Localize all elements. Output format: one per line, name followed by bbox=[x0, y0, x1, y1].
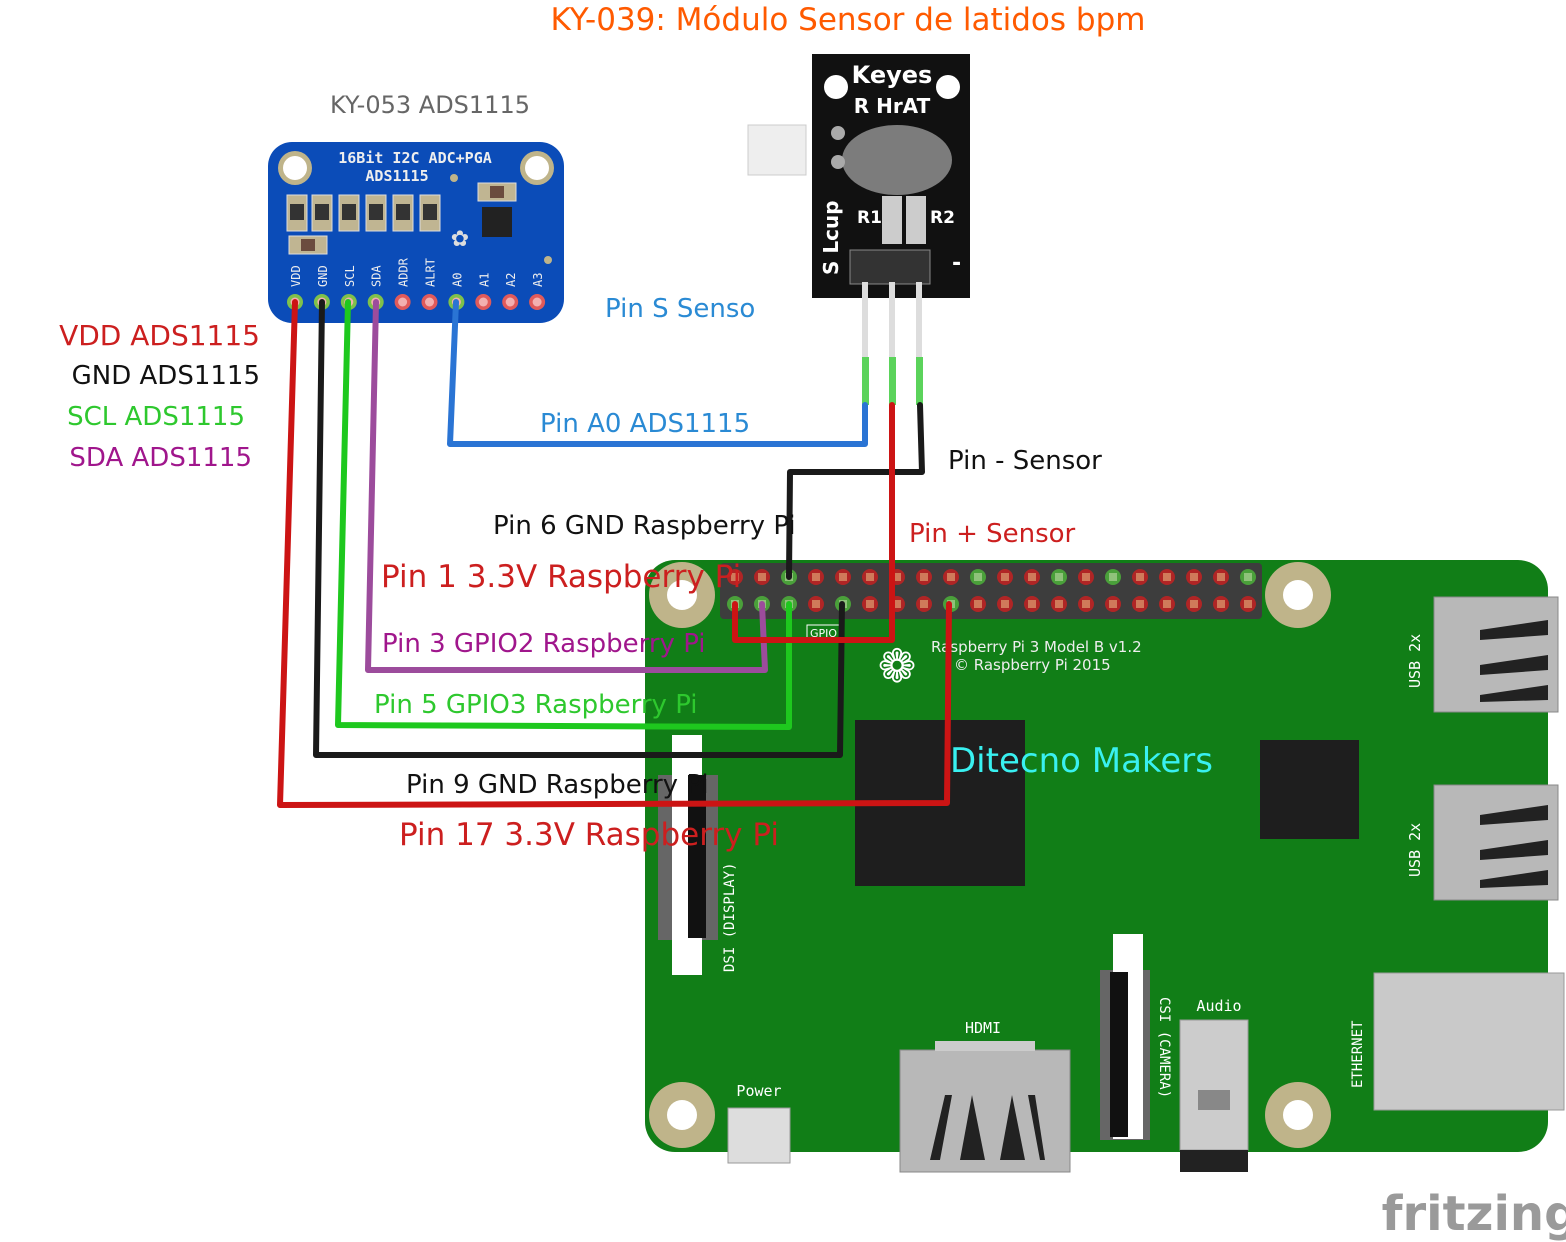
pi-copyright-text: © Raspberry Pi 2015 bbox=[954, 656, 1111, 674]
wire-sensor-minus bbox=[786, 402, 925, 580]
ads-pin-label: A3 bbox=[531, 273, 545, 287]
dsi-connector bbox=[688, 775, 706, 938]
sensor-model: R HrAT bbox=[854, 94, 931, 118]
usb-port-2 bbox=[1433, 784, 1559, 901]
ads-pin-label: A2 bbox=[504, 273, 518, 287]
usb-lan-chip bbox=[1260, 740, 1359, 839]
wire-scl bbox=[335, 299, 792, 730]
ads-pin-label: SCL bbox=[343, 265, 357, 287]
power-label: Power bbox=[736, 1082, 781, 1100]
raspberry-pi-board: GPIO ❁ Raspberry Pi 3 Model B v1.2 © Ras… bbox=[645, 560, 1565, 1173]
label-pin-s: Pin S Senso bbox=[605, 294, 755, 324]
sensor-side-label: S Lcup bbox=[819, 200, 843, 275]
sensor-brand: Keyes bbox=[852, 61, 933, 89]
gpio-label: GPIO bbox=[810, 627, 837, 640]
label-pin-minus: Pin - Sensor bbox=[948, 446, 1102, 476]
wire-a0 bbox=[447, 299, 868, 447]
usb-label-1: USB 2x bbox=[1406, 634, 1424, 688]
wire-sensor-plus bbox=[732, 402, 895, 643]
wire-gnd bbox=[313, 299, 845, 758]
ads-pin-label: A0 bbox=[450, 273, 464, 287]
wires bbox=[277, 299, 952, 808]
raspberry-logo-icon: ❁ bbox=[878, 639, 917, 693]
ads-pin-label: ALRT bbox=[424, 258, 438, 287]
hdmi-label: HDMI bbox=[965, 1019, 1001, 1037]
label-sda: SDA ADS1115 bbox=[69, 443, 252, 473]
label-pin3: Pin 3 GPIO2 Raspberry Pi bbox=[382, 629, 706, 659]
ads1115-label: KY-053 ADS1115 bbox=[330, 91, 530, 119]
sensor-r2: R2 bbox=[930, 208, 955, 228]
ethernet-port bbox=[1373, 972, 1565, 1111]
label-pin1: Pin 1 3.3V Raspberry Pi bbox=[381, 559, 741, 595]
ads-pin-label: A1 bbox=[477, 273, 491, 287]
ads-pin-label: SDA bbox=[370, 265, 384, 287]
adafruit-star-icon: ✿ bbox=[451, 227, 469, 252]
ads-pin-label: VDD bbox=[289, 265, 303, 287]
micro-usb-power-port bbox=[727, 1107, 791, 1164]
ads-pin-label: ADDR bbox=[397, 257, 411, 287]
label-scl: SCL ADS1115 bbox=[67, 402, 245, 432]
usb-label-2: USB 2x bbox=[1406, 823, 1424, 877]
label-pin-plus: Pin + Sensor bbox=[909, 519, 1076, 549]
fritzing-logo: fritzing bbox=[1382, 1186, 1566, 1242]
pi-model-text: Raspberry Pi 3 Model B v1.2 bbox=[931, 638, 1142, 656]
label-vdd: VDD ADS1115 bbox=[59, 319, 260, 352]
label-pin9: Pin 9 GND Raspberry Pi bbox=[406, 770, 709, 800]
label-pin17: Pin 17 3.3V Raspberry Pi bbox=[399, 817, 779, 853]
audio-jack bbox=[1179, 1019, 1249, 1151]
label-pin6: Pin 6 GND Raspberry Pi bbox=[493, 511, 796, 541]
ads1115-board-title: 16Bit I2C ADC+PGA bbox=[338, 149, 492, 167]
ads1115-board: 16Bit I2C ADC+PGA ADS1115 ✿ VDD GND SCL SDA… bbox=[268, 142, 564, 323]
ads-pin-label: GND bbox=[316, 265, 330, 287]
sensor-minus-label: - bbox=[952, 251, 961, 276]
overlay-text: Ditecno Makers bbox=[950, 741, 1213, 781]
label-pin-a0: Pin A0 ADS1115 bbox=[540, 409, 750, 439]
audio-label: Audio bbox=[1196, 997, 1241, 1015]
ethernet-label: ETHERNET bbox=[1350, 1020, 1366, 1088]
csi-connector bbox=[1110, 972, 1128, 1137]
ads1115-board-model: ADS1115 bbox=[365, 167, 428, 185]
wire-vdd bbox=[277, 299, 952, 808]
sensor-r1: R1 bbox=[857, 208, 882, 228]
label-pin5: Pin 5 GPIO3 Raspberry Pi bbox=[374, 690, 698, 720]
label-gnd: GND ADS1115 bbox=[72, 361, 260, 391]
usb-port-1 bbox=[1433, 596, 1559, 713]
hdmi-port bbox=[899, 1049, 1071, 1173]
diagram-title: KY-039: Módulo Sensor de latidos bpm bbox=[551, 2, 1146, 38]
ky039-sensor: Keyes R HrAT R1 R2 S Lcup - bbox=[747, 54, 970, 405]
dsi-label: DSI (DISPLAY) bbox=[722, 862, 738, 972]
csi-label: CSI (CAMERA) bbox=[1156, 997, 1172, 1098]
